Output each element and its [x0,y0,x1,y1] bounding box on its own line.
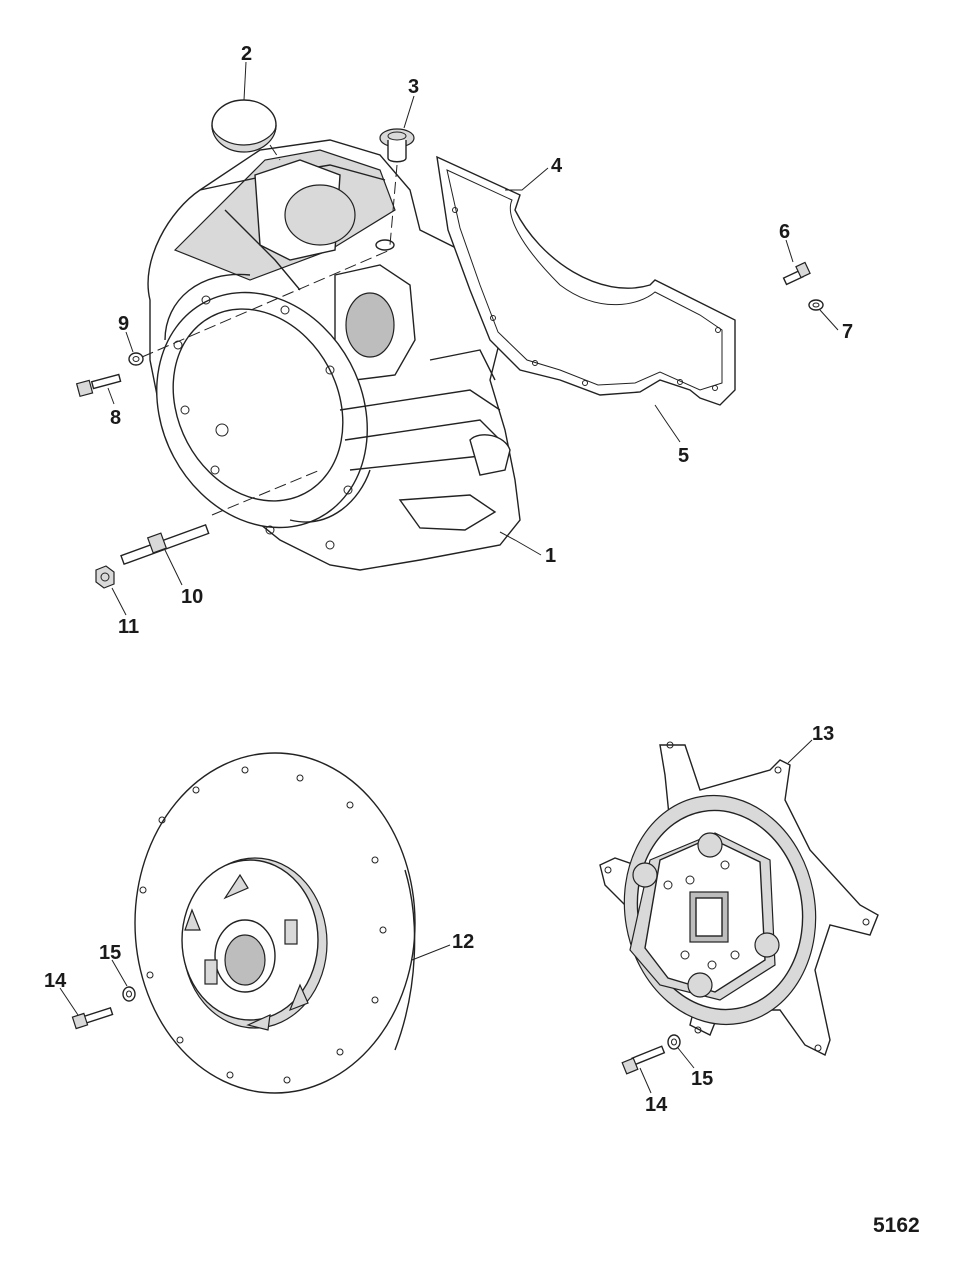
leader-lines [59,61,839,1094]
callout-2: 2 [241,43,252,65]
assembly-lines [141,144,398,516]
callout-14-right: 14 [645,1094,668,1116]
washer-15-left [122,986,136,1002]
callout-1: 1 [545,545,556,567]
drive-coupler [599,741,879,1056]
callout-10: 10 [181,586,203,608]
callout-4: 4 [551,155,563,177]
callout-9: 9 [118,313,129,335]
callout-11: 11 [118,616,139,638]
nut-11 [95,565,115,589]
stud-10 [120,524,210,566]
flywheel-housing [147,139,521,571]
screw-8 [75,373,122,398]
fitting [379,128,415,163]
callout-12: 12 [452,931,474,953]
screw-14-left [71,1006,114,1030]
plug-cap [211,99,277,153]
screw-6 [782,261,811,286]
screw-14-right [621,1045,666,1075]
callout-labels: 2 3 4 5 1 6 7 9 8 10 11 12 13 14 15 14 1… [44,43,853,1116]
washer-9 [128,352,144,366]
callout-7: 7 [842,321,853,343]
callout-8: 8 [110,407,121,429]
callout-14-left: 14 [44,970,67,992]
callout-15-right: 15 [691,1068,713,1090]
callout-3: 3 [408,76,419,98]
callout-5: 5 [678,445,689,467]
figure-number: 5162 [873,1214,920,1237]
callout-13: 13 [812,723,834,745]
gasket-plate [436,155,736,406]
damper-plate [134,752,416,1094]
callout-6: 6 [779,221,790,243]
callout-15-left: 15 [99,942,121,964]
washer-15-right [667,1034,681,1050]
washer-7 [808,299,824,311]
